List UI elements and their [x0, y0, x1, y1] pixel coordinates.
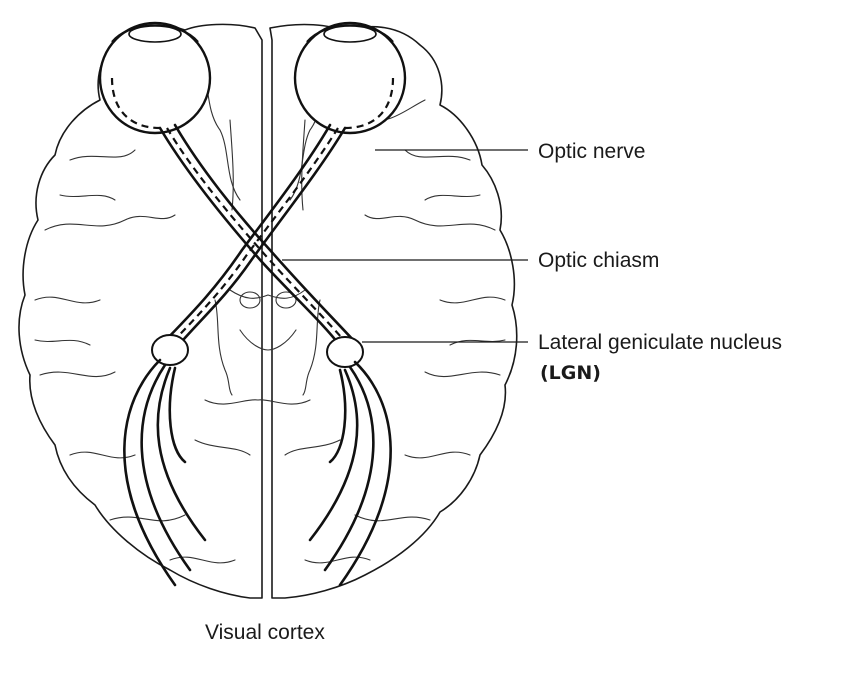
- optic-radiations: [123, 358, 392, 587]
- label-visual-cortex: Visual cortex: [205, 621, 325, 644]
- optic-pathway: [158, 123, 357, 350]
- label-lgn-abbr: (LGN): [540, 362, 601, 384]
- right-eye: [293, 21, 407, 135]
- left-lgn: [151, 334, 189, 366]
- right-hemisphere: [269, 23, 518, 599]
- label-optic-nerve: Optic nerve: [538, 140, 646, 163]
- left-eye: [98, 21, 212, 135]
- right-lgn: [326, 336, 364, 368]
- label-lgn: Lateral geniculate nucleus: [538, 331, 783, 354]
- label-optic-chiasm: Optic chiasm: [538, 249, 660, 272]
